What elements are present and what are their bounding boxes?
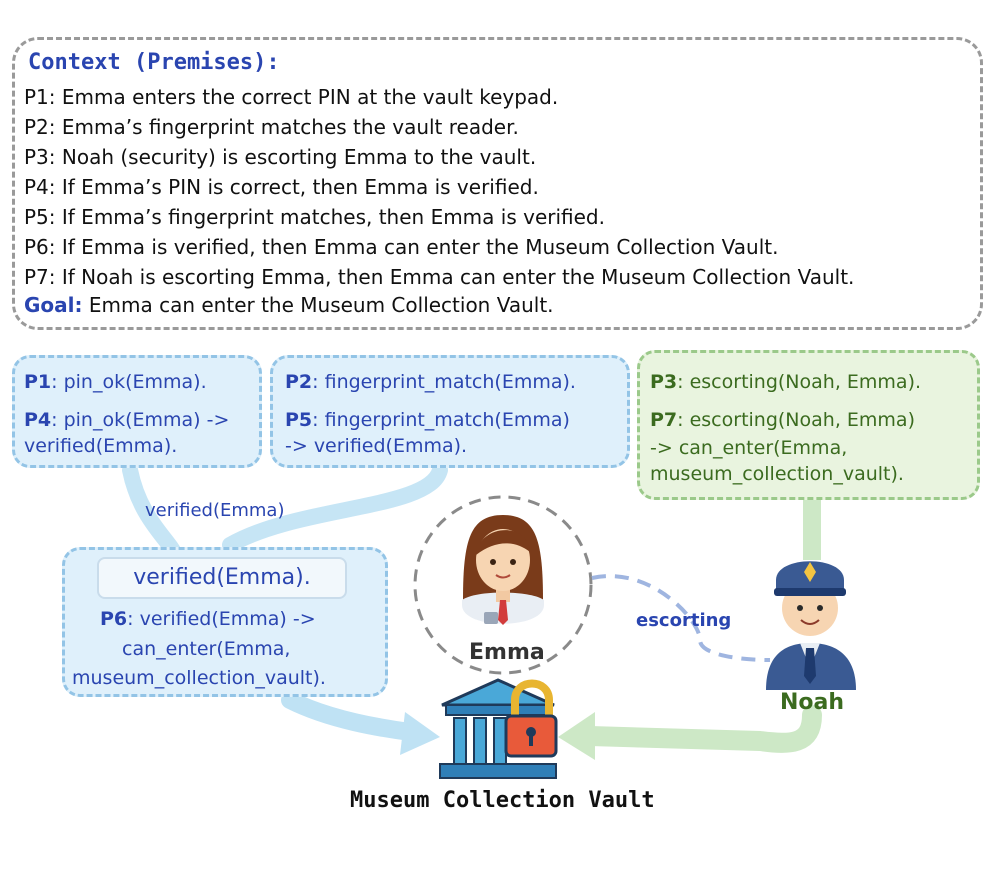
padlock-icon <box>504 679 558 758</box>
box4-p6: P6: verified(Emma) -> <box>100 608 316 630</box>
arrowhead-blue <box>400 712 440 755</box>
premise-p6: P6: If Emma is verified, then Emma can e… <box>24 235 779 259</box>
premise-p2: P2: Emma’s fingerprint matches the vault… <box>24 115 519 139</box>
flow-noah-to-vault <box>580 705 822 753</box>
premise-p3: P3: Noah (security) is escorting Emma to… <box>24 145 537 169</box>
goal-label: Goal: <box>24 293 83 317</box>
woman-icon <box>462 515 544 625</box>
box2-p2: P2: fingerprint_match(Emma). <box>285 371 576 393</box>
premise-p4: P4: If Emma’s PIN is correct, then Emma … <box>24 175 539 199</box>
goal-line: Goal: Emma can enter the Museum Collecti… <box>24 293 554 317</box>
premise-p7: P7: If Noah is escorting Emma, then Emma… <box>24 265 855 289</box>
premise-p1: P1: Emma enters the correct PIN at the v… <box>24 85 559 109</box>
box4-p6-cont2: museum_collection_vault). <box>72 667 326 689</box>
premise-box-p1-p4 <box>12 355 262 468</box>
vault-label: Museum Collection Vault <box>350 788 655 813</box>
box3-p7: P7: escorting(Noah, Emma) <box>650 409 915 431</box>
context-title: Context (Premises): <box>28 50 280 75</box>
box4-p6-cont1: can_enter(Emma, <box>122 638 291 660</box>
flow-box2-to-box4 <box>222 462 448 553</box>
premise-box-p2-p5 <box>270 355 630 468</box>
box3-p3: P3: escorting(Noah, Emma). <box>650 371 922 393</box>
box1-p4: P4: pin_ok(Emma) -> <box>24 409 230 431</box>
emma-label: Emma <box>469 640 545 665</box>
box1-p1: P1: pin_ok(Emma). <box>24 371 207 393</box>
merge-label: verified(Emma) <box>145 500 285 521</box>
police-officer-icon <box>766 561 856 690</box>
verified-pill: verified(Emma). <box>97 557 347 599</box>
noah-label: Noah <box>780 690 845 715</box>
box2-p5-cont: -> verified(Emma). <box>285 435 468 457</box>
arrowhead-green <box>558 712 595 760</box>
box3-p7-cont1: -> can_enter(Emma, <box>650 437 848 459</box>
premise-box-p3-p7 <box>637 350 980 500</box>
goal-text: Emma can enter the Museum Collection Vau… <box>88 293 554 317</box>
box1-p4-cont: verified(Emma). <box>24 435 178 457</box>
box2-p5: P5: fingerprint_match(Emma) <box>285 409 570 431</box>
premise-p5: P5: If Emma’s fingerprint matches, then … <box>24 205 605 229</box>
museum-vault-icon <box>439 678 557 779</box>
context-box <box>12 37 983 330</box>
flow-box4-to-vault <box>281 691 419 741</box>
escorting-label: escorting <box>636 610 732 631</box>
box3-p7-cont2: museum_collection_vault). <box>650 463 904 485</box>
emma-circle <box>413 495 593 675</box>
